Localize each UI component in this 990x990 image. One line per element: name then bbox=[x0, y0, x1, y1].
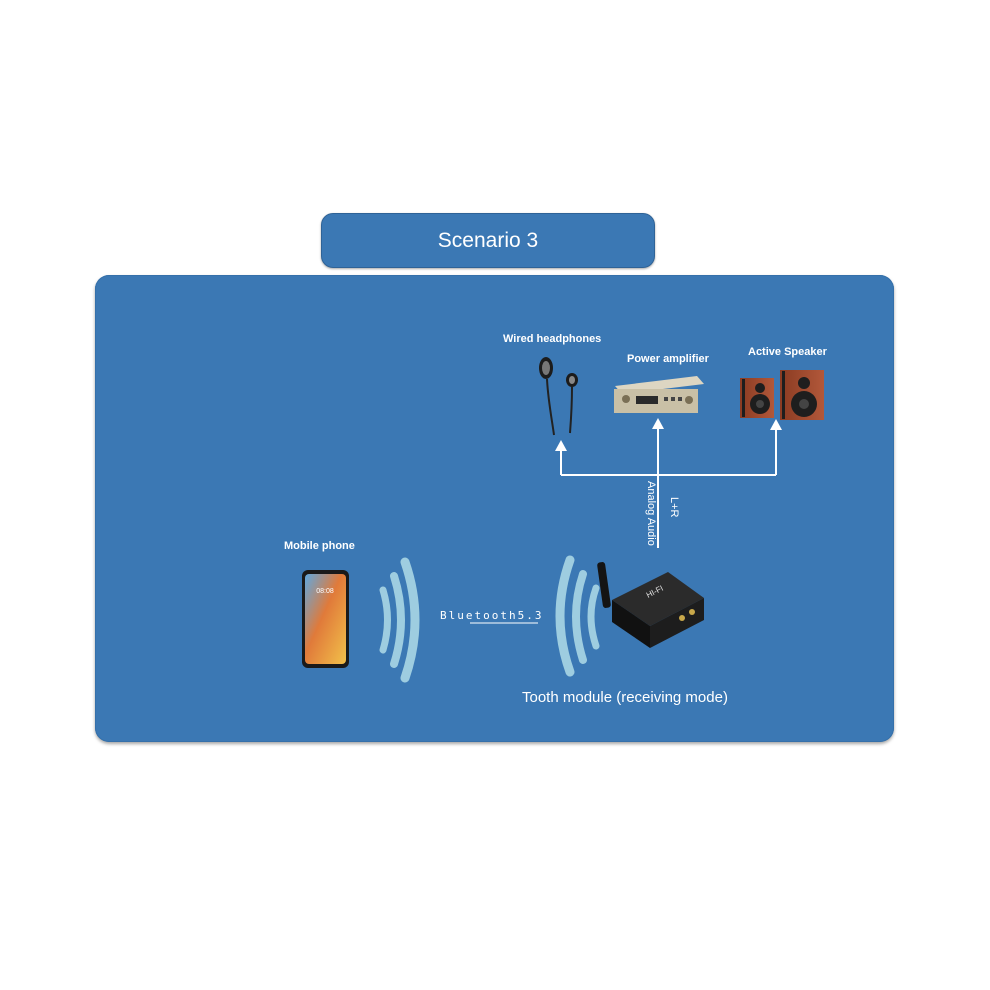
label-lr: L+R bbox=[668, 497, 680, 518]
mobile-phone-image: 08:08 bbox=[302, 570, 349, 668]
phone-time: 08:08 bbox=[316, 588, 334, 595]
wired-headphones-image bbox=[539, 357, 578, 436]
bluetooth-module-image: HI-FI bbox=[597, 562, 704, 648]
label-power-amplifier: Power amplifier bbox=[627, 353, 709, 365]
arrowheads bbox=[555, 418, 782, 451]
label-active-speaker: Active Speaker bbox=[748, 346, 827, 358]
bluetooth-waves-right bbox=[555, 555, 600, 677]
scenario-title: Scenario 3 bbox=[437, 228, 539, 252]
label-bluetooth: Bluetooth5.3 bbox=[440, 609, 544, 622]
label-mobile-phone: Mobile phone bbox=[284, 540, 355, 552]
label-analog-audio: Analog Audio bbox=[645, 481, 657, 546]
active-speaker-image bbox=[740, 370, 824, 420]
scenario-title-pill: Scenario 3 bbox=[321, 213, 655, 268]
label-wired-headphones: Wired headphones bbox=[503, 333, 602, 345]
label-tooth-module: Tooth module (receiving mode) bbox=[522, 689, 728, 706]
diagram-panel bbox=[95, 275, 894, 742]
power-amplifier-image bbox=[614, 376, 704, 413]
bluetooth-waves-left bbox=[379, 557, 420, 683]
audio-routing-lines bbox=[470, 425, 777, 624]
